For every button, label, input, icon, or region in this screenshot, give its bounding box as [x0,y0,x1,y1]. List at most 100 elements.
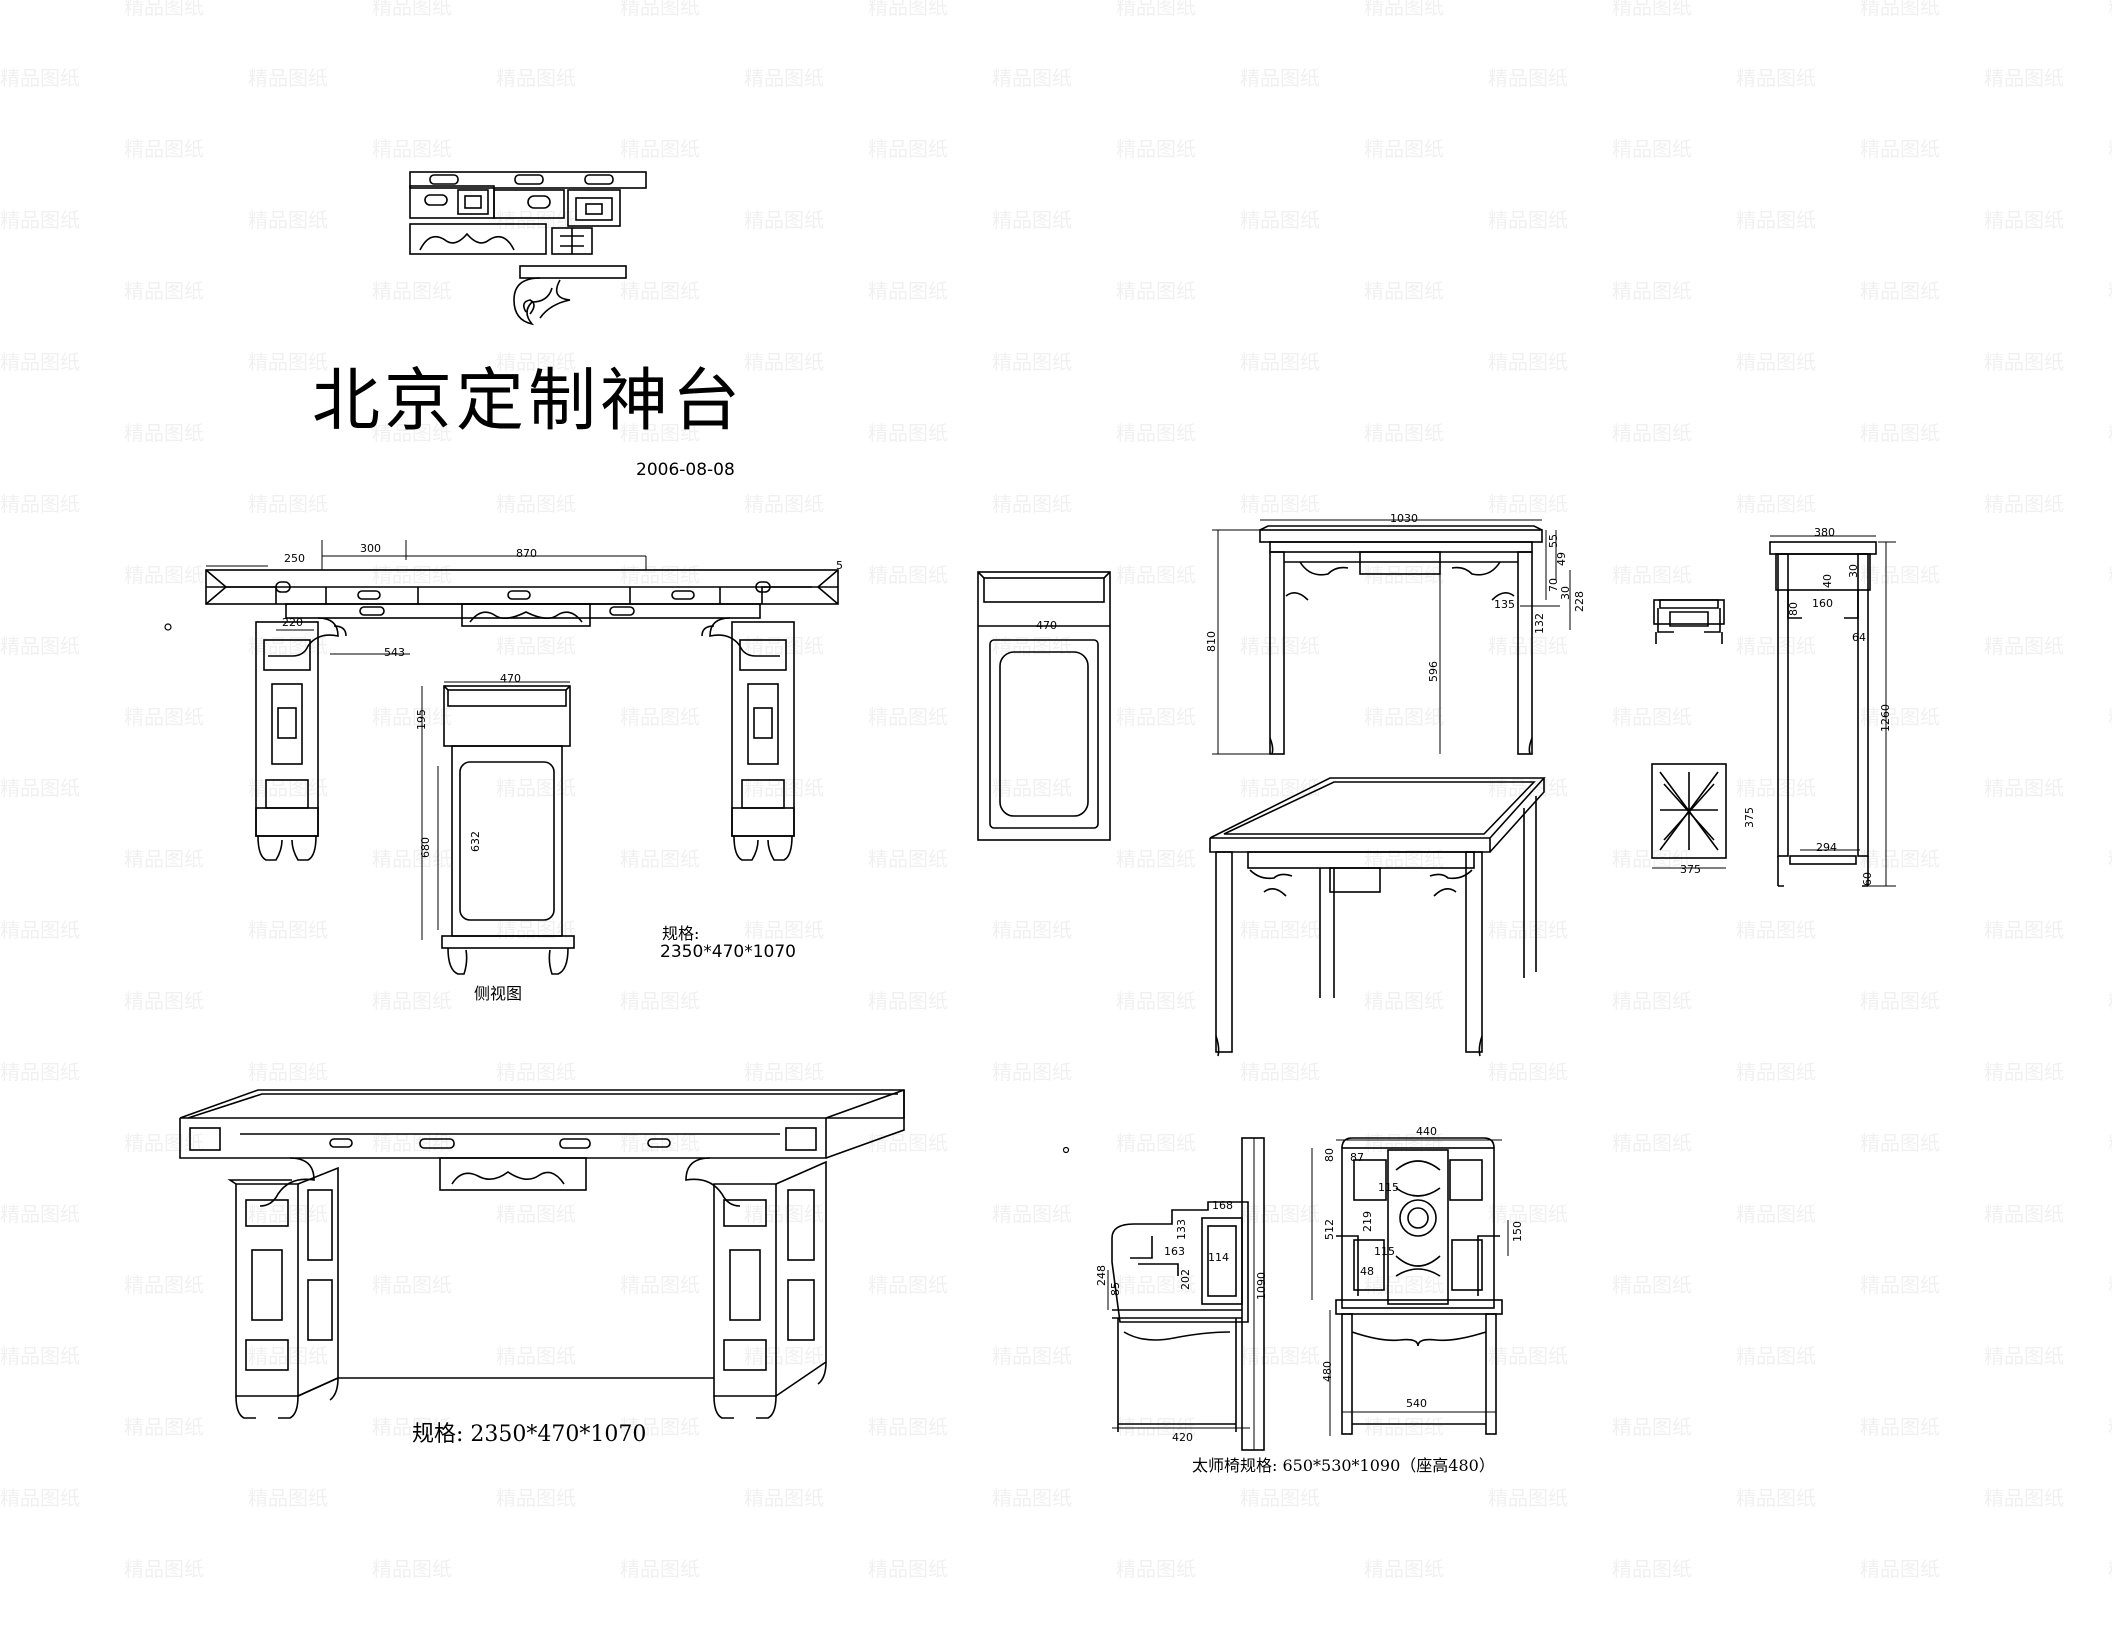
watermark-text: 精品图纸 [1488,350,1568,374]
stand-dim-64: 64 [1852,631,1866,644]
watermark-text: 精品图纸 [992,350,1072,374]
table-dim-55: 55 [1547,534,1560,548]
watermark-text: 精品图纸 [2108,1557,2112,1581]
watermark-text: 精品图纸 [496,1202,576,1226]
watermark-text: 精品图纸 [1860,705,1940,729]
watermark-text: 精品图纸 [1364,1557,1444,1581]
watermark-text: 精品图纸 [1488,492,1568,516]
watermark-text: 精品图纸 [1860,0,1940,19]
altar-side-view-label: 侧视图 [474,984,523,1003]
watermark-text: 精品图纸 [124,137,204,161]
watermark-text: 精品图纸 [496,350,576,374]
watermark-text: 精品图纸 [620,705,700,729]
watermark-text: 精品图纸 [2108,705,2112,729]
watermark-text: 精品图纸 [1984,918,2064,942]
watermark-text: 精品图纸 [1364,1131,1444,1155]
watermark-text: 精品图纸 [620,1273,700,1297]
stand-dim-294: 294 [1816,841,1837,854]
watermark-text: 精品图纸 [2108,563,2112,587]
watermark-text: 精品图纸 [496,1486,576,1510]
drawing-date: 2006-08-08 [636,460,735,480]
watermark-text: 精品图纸 [1240,1202,1320,1226]
table-dim-135: 135 [1494,598,1515,611]
stand-elevation [1651,535,1896,887]
chair-dim-1090: 1090 [1255,1272,1268,1300]
watermark-text: 精品图纸 [1488,1060,1568,1084]
watermark-text: 精品图纸 [248,350,328,374]
watermark-text: 精品图纸 [1116,0,1196,19]
watermark-text: 精品图纸 [1116,137,1196,161]
stand-dim-375b: 375 [1680,863,1701,876]
watermark-text: 精品图纸 [868,279,948,303]
watermark-text: 精品图纸 [124,1273,204,1297]
watermark-text: 精品图纸 [124,563,204,587]
watermark-text: 精品图纸 [992,634,1072,658]
stand-dim-380: 380 [1814,526,1835,539]
watermark-text: 精品图纸 [1364,847,1444,871]
watermark-text: 精品图纸 [620,847,700,871]
watermark-text: 精品图纸 [496,208,576,232]
watermark-text: 精品图纸 [1860,563,1940,587]
watermark-text: 精品图纸 [1116,1415,1196,1439]
watermark-text: 精品图纸 [372,705,452,729]
watermark-text: 精品图纸 [1612,563,1692,587]
watermark-text: 精品图纸 [1736,918,1816,942]
watermark-text: 精品图纸 [0,1486,80,1510]
watermark-text: 精品图纸 [1984,492,2064,516]
watermark-text: 精品图纸 [1488,918,1568,942]
altar-spec-value: 2350*470*1070 [660,942,796,962]
watermark-text: 精品图纸 [1240,1060,1320,1084]
watermark-text: 精品图纸 [1364,563,1444,587]
watermark-text: 精品图纸 [248,776,328,800]
watermark-text: 精品图纸 [124,1415,204,1439]
watermark-text: 精品图纸 [1116,563,1196,587]
watermark-text: 精品图纸 [0,1060,80,1084]
watermark-text: 精品图纸 [372,421,452,445]
chair-dim-440: 440 [1416,1125,1437,1138]
watermark-text: 精品图纸 [1488,634,1568,658]
chair-spec: 太师椅规格: 650*530*1090（座高480） [1192,1456,1495,1475]
watermark-text: 精品图纸 [2108,279,2112,303]
watermark-text: 精品图纸 [1612,1273,1692,1297]
watermark-text: 精品图纸 [124,705,204,729]
watermark-text: 精品图纸 [744,492,824,516]
watermark-text: 精品图纸 [1116,279,1196,303]
watermark-text: 精品图纸 [372,847,452,871]
watermark-text: 精品图纸 [1860,847,1940,871]
watermark-text: 精品图纸 [2108,847,2112,871]
table-dim-228: 228 [1573,591,1586,612]
watermark-text: 精品图纸 [124,1131,204,1155]
altar-dim-300: 300 [360,542,381,555]
watermark-text: 精品图纸 [0,634,80,658]
watermark-text: 精品图纸 [868,1273,948,1297]
watermark-text: 精品图纸 [744,918,824,942]
watermark-text: 精品图纸 [372,1557,452,1581]
chair-dim-248: 248 [1095,1265,1108,1286]
watermark-text: 精品图纸 [620,1415,700,1439]
watermark-text: 精品图纸 [1984,776,2064,800]
cabinet-panel [977,571,1111,841]
watermark-text: 精品图纸 [620,1557,700,1581]
watermark-text: 精品图纸 [868,1557,948,1581]
watermark-text: 精品图纸 [992,1486,1072,1510]
watermark-text: 精品图纸 [868,563,948,587]
watermark-text: 精品图纸 [1860,137,1940,161]
watermark-text: 精品图纸 [124,1557,204,1581]
table-dim-49: 49 [1555,552,1568,566]
watermark-text: 精品图纸 [620,421,700,445]
watermark-text: 精品图纸 [372,1131,452,1155]
watermark-text: 精品图纸 [1364,1415,1444,1439]
watermark-text: 精品图纸 [0,1344,80,1368]
watermark-text: 精品图纸 [1116,847,1196,871]
altar-dim-870: 870 [516,547,537,560]
watermark-text: 精品图纸 [1984,1202,2064,1226]
watermark-text: 精品图纸 [1612,1557,1692,1581]
watermark-text: 精品图纸 [1736,492,1816,516]
watermark-text: 精品图纸 [496,776,576,800]
chair-dim-163: 163 [1164,1245,1185,1258]
stand-dim-80: 80 [1787,602,1800,616]
watermark-text: 精品图纸 [620,989,700,1013]
drawing-title: 北京定制神台 [312,362,745,441]
watermark-text: 精品图纸 [1116,1273,1196,1297]
